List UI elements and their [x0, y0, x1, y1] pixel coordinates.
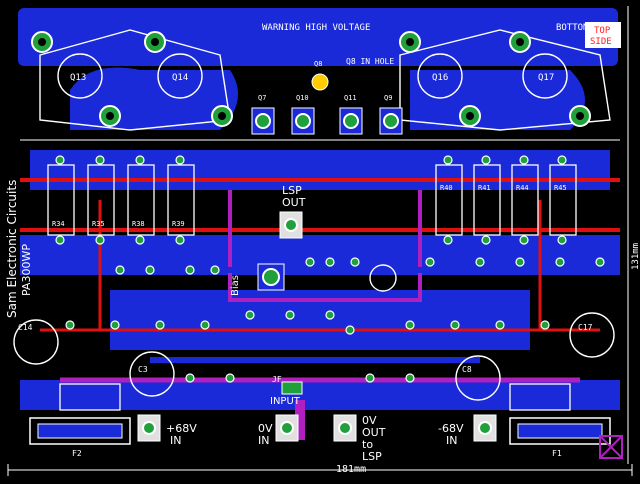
- minus68-in-label: IN: [446, 434, 457, 447]
- lsp-label: LSP: [282, 184, 302, 197]
- r41-label: R41: [478, 184, 491, 192]
- mounting-pads: [31, 31, 591, 127]
- input-label: INPUT: [270, 396, 301, 407]
- q9-label: Q9: [384, 94, 392, 102]
- side-label: SIDE: [590, 37, 612, 47]
- q16-label: Q16: [432, 73, 448, 83]
- top-label: TOP: [594, 26, 611, 36]
- zero-out-lsp-label: LSP: [362, 450, 382, 463]
- r35-label: R35: [92, 220, 105, 228]
- minus68-label: -68V: [438, 422, 464, 435]
- height-dimension: 131mm: [631, 243, 640, 270]
- power-resistors: [47, 164, 577, 411]
- q10-label: Q10: [296, 94, 309, 102]
- r38-label: R38: [132, 220, 145, 228]
- out-label: OUT: [282, 196, 306, 209]
- c8-label: C8: [462, 365, 472, 374]
- traces: [20, 139, 620, 440]
- bottom-copper: [18, 8, 620, 410]
- zero-out-to-label: to: [362, 438, 373, 451]
- model-label: PA300WP: [20, 244, 33, 296]
- q8-label: Q8: [314, 60, 322, 68]
- zero-out-label: 0V: [362, 414, 377, 427]
- zero-in-in-label: IN: [258, 434, 269, 447]
- zero-out-out-label: OUT: [362, 426, 386, 439]
- warning-text: WARNING HIGH VOLTAGE: [262, 23, 370, 33]
- q13-label: Q13: [70, 73, 86, 83]
- r34-label: R34: [52, 220, 65, 228]
- fuses: [29, 417, 611, 445]
- top-side-marker: [585, 22, 623, 459]
- f2-label: F2: [72, 449, 82, 458]
- bottom-text: BOTTOM: [556, 23, 589, 33]
- dimension-lines: [7, 6, 633, 476]
- q8-hole-label: Q8 IN HOLE: [346, 57, 394, 66]
- r40-label: R40: [440, 184, 453, 192]
- jf-label: JF: [272, 375, 282, 384]
- q17-label: Q17: [538, 73, 554, 83]
- company-label: Sam Electronic Circuits: [5, 180, 19, 318]
- r45-label: R45: [554, 184, 567, 192]
- width-dimension: 181mm: [336, 464, 366, 475]
- small-pads: [55, 155, 605, 383]
- c14-label: C14: [18, 323, 33, 332]
- terminals: [137, 211, 497, 442]
- plus68-in-label: IN: [170, 434, 181, 447]
- q14-label: Q14: [172, 73, 188, 83]
- q11-label: Q11: [344, 94, 357, 102]
- r39-label: R39: [172, 220, 185, 228]
- r44-label: R44: [516, 184, 529, 192]
- q7-label: Q7: [258, 94, 266, 102]
- electrolytic-caps: [13, 264, 615, 401]
- c17-label: C17: [578, 323, 593, 332]
- bias-label: Bias: [230, 275, 241, 296]
- trim-pots: [251, 73, 403, 291]
- f1-label: F1: [552, 449, 562, 458]
- plus68-label: +68V: [166, 422, 197, 435]
- c3-label: C3: [138, 365, 148, 374]
- zero-in-label: 0V: [258, 422, 273, 435]
